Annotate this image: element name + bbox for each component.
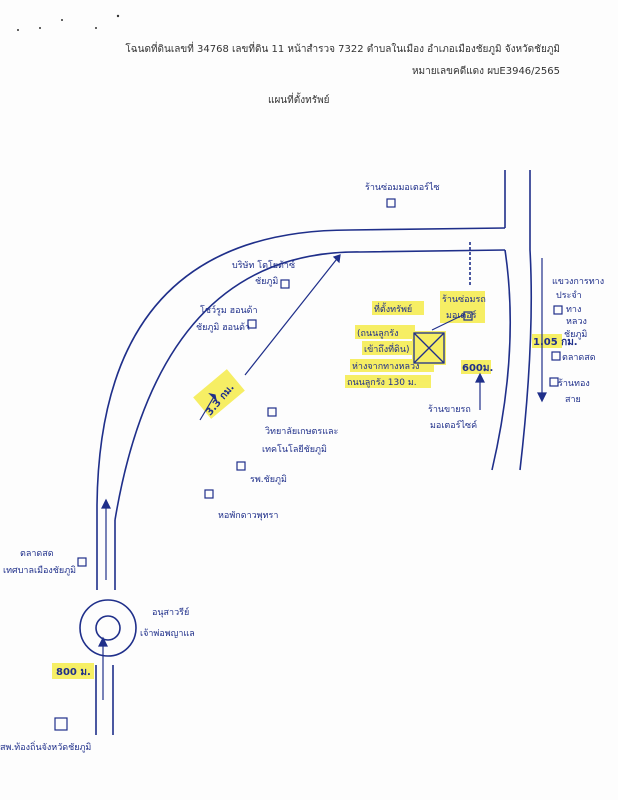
arrow-to-soi (431, 313, 466, 331)
label-hospital: รพ.ชัยภูมิ (250, 474, 287, 485)
right-square-2 (551, 351, 561, 361)
main-road-outer (96, 227, 506, 506)
main-distance-highlight (193, 369, 245, 419)
distance-start: 800 ม. (56, 667, 91, 678)
label-right-7: ร้านทอง (558, 378, 590, 389)
label-property-1: ที่ตั้งทรัพย์ (374, 302, 412, 315)
property-highlight-2 (355, 325, 415, 339)
distance-short: 600ม. (462, 363, 493, 374)
roundabout-inner (95, 615, 121, 641)
label-shop-bottom-2: มอเตอร์ไซค์ (430, 419, 477, 431)
right-square-3 (549, 377, 559, 387)
start-square (54, 717, 68, 731)
right-square-1 (553, 305, 563, 315)
arrow-main (199, 394, 216, 421)
label-dorm: หอพักดาวพุทรา (218, 511, 278, 521)
honda-square (247, 319, 257, 329)
label-clinic-1: ร้านซ่อมรถ (442, 294, 486, 305)
property-marker (413, 332, 445, 364)
label-note-1: ห่างจากทางหลวง (352, 362, 419, 372)
label-clinic-2: มอเตอร์ (446, 309, 477, 321)
arrow-right-down-head (537, 392, 547, 403)
label-note-2: ถนนลูกรัง 130 ม. (347, 378, 417, 388)
label-company-2: ชัยภูมิ (255, 276, 278, 287)
label-property-2: (ถนนลูกรัง (357, 329, 398, 339)
arrow-main-head (208, 393, 217, 402)
right-road-left (491, 249, 512, 471)
label-school-1: ตลาดสด (20, 549, 54, 559)
label-company-1: บริษัท โตโยต้าซ์ (232, 259, 295, 271)
label-right-5: ชัยภูมิ (564, 329, 587, 340)
label-right-8: สาย (565, 395, 581, 405)
right-road-right (519, 249, 533, 471)
landmark-squares (54, 198, 563, 731)
label-right-2: ประจำ (556, 290, 582, 301)
hospital-square (236, 461, 246, 471)
arrow-main-2-head (332, 254, 341, 264)
roundabout-outer (79, 599, 137, 657)
college-square (267, 407, 277, 417)
case-number-line: หมายเลขคดีแดง ผบE3946/2565 (411, 66, 560, 77)
label-right-6: ตลาดสด (562, 353, 596, 363)
label-monument-1: อนุสาวรีย์ (152, 606, 189, 618)
direction-arrows (98, 254, 547, 700)
main-road-inner (114, 249, 506, 521)
deed-info-line: โฉนดที่ดินเลขที่ 34768 เลขที่ดิน 11 หน้า… (125, 44, 560, 55)
label-honda-2: ชัยภูมิ ฮอนด้า (196, 322, 250, 333)
dorm-square (204, 489, 214, 499)
label-shop-bottom-1: ร้านขายรถ (428, 404, 471, 415)
stray-marks (17, 14, 120, 31)
note-highlight-2 (345, 375, 431, 388)
label-right-1: แขวงการทาง (552, 277, 604, 287)
label-shop-top: ร้านซ่อมมอเตอร์ไซ (365, 181, 440, 193)
label-monument-2: เจ้าพ่อพญาแล (140, 628, 195, 639)
clinic-highlight (440, 291, 485, 323)
label-honda-1: โชว์รูม ฮอนด้า (200, 304, 258, 316)
start-distance-highlight (52, 663, 94, 679)
label-right-4: หลวง (566, 317, 587, 327)
clinic-square (463, 311, 473, 321)
shop-top-square (386, 198, 396, 208)
school-square (77, 557, 87, 567)
label-school-2: เทศบาลเมืองชัยภูมิ (3, 565, 76, 576)
property-highlight (372, 301, 424, 315)
arrow-short-up-head (475, 372, 485, 383)
roads (79, 170, 533, 735)
label-college-1: วิทยาลัยเกษตรและ (265, 426, 339, 437)
company-square (280, 279, 290, 289)
arrow-main-2 (244, 254, 341, 376)
label-property-3: เข้าถึงที่ดิน) (364, 342, 410, 355)
short-distance-highlight (461, 360, 491, 374)
label-college-2: เทคโนโลยีชัยภูมิ (262, 444, 327, 455)
map-title: แผนที่ตั้งทรัพย์ (268, 95, 330, 106)
right-distance-highlight (532, 334, 562, 348)
label-right-3: ทาง (566, 305, 581, 315)
distance-right: 1.05 กม. (533, 337, 578, 348)
arrow-mid-up-head (101, 498, 111, 509)
label-start-point: สพ.ท้องถิ่นจังหวัดชัยภูมิ (0, 740, 91, 753)
property-highlight-3 (362, 341, 418, 355)
arrow-start-up-head (98, 636, 108, 647)
